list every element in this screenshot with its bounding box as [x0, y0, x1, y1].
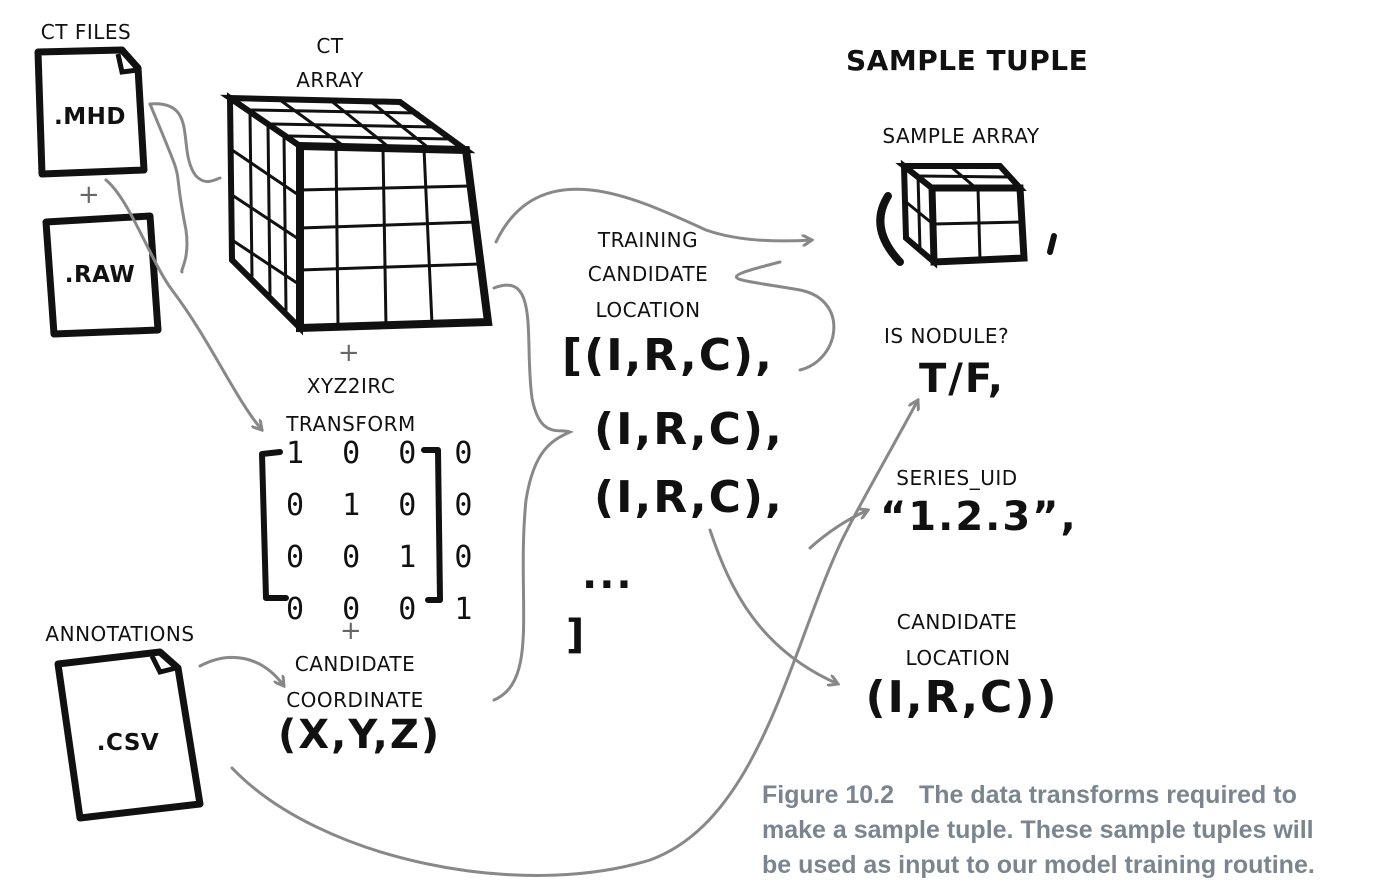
array-label: ARRAY	[296, 68, 364, 92]
training-location-label: LOCATION	[595, 298, 701, 322]
matrix-row: 0 0 1 0	[286, 540, 483, 575]
figure-caption: Figure 10.2 The data transforms required…	[762, 778, 1377, 883]
caption-line: Figure 10.2 The data transforms required…	[762, 781, 1297, 809]
sample-array-label: SAMPLE ARRAY	[882, 124, 1040, 148]
matrix-row: 0 0 0 1	[286, 592, 483, 627]
coordinate-label: COORDINATE	[286, 688, 424, 712]
candidate-list-close: ]	[566, 612, 587, 658]
is-nodule-label: IS NODULE?	[884, 324, 1010, 348]
matrix-row: 0 1 0 0	[286, 488, 483, 523]
candidate-list-item: (I,R,C),	[594, 404, 784, 455]
ct-files-label: CT FILES	[40, 20, 132, 44]
candidate-label: CANDIDATE	[294, 652, 416, 676]
raw-file-icon	[42, 212, 162, 338]
plus-sign-transform: +	[337, 338, 361, 368]
raw-label: .RAW	[64, 262, 136, 288]
is-nodule-value: T/F,	[919, 356, 1005, 402]
plus-sign-files: +	[77, 180, 101, 210]
series-uid-label: SERIES_UID	[896, 466, 1018, 490]
training-candidate-label: CANDIDATE	[587, 262, 709, 286]
candidate-list-open: [(I,R,C),	[562, 330, 774, 381]
mhd-file-icon	[34, 46, 148, 178]
identity-matrix: 1 0 0 0 0 1 0 0 0 0 1 0 0 0 0 1	[286, 428, 482, 636]
sample-tuple-title: SAMPLE TUPLE	[846, 44, 1089, 77]
candidate-list-item: (I,R,C),	[594, 472, 784, 523]
ct-label: CT	[316, 34, 344, 58]
candidate-location-value: (I,R,C))	[865, 672, 1059, 723]
connector-arrows	[104, 102, 918, 877]
sample-array-cube-icon	[876, 159, 1057, 269]
series-uid-value: “1.2.3”,	[880, 494, 1078, 540]
xyz2irc-label: XYZ2IRC	[306, 374, 396, 398]
caption-line: make a sample tuple. These sample tuples…	[762, 816, 1314, 844]
annotations-label: ANNOTATIONS	[45, 622, 195, 646]
csv-label: .CSV	[96, 730, 160, 756]
plus-sign-coordinate: +	[339, 616, 363, 646]
training-label: TRAINING	[597, 228, 699, 252]
csv-file-icon	[54, 648, 204, 822]
transform-label: TRANSFORM	[286, 412, 416, 436]
mhd-label: .MHD	[54, 104, 126, 130]
candidate-location-label-2: LOCATION	[905, 646, 1011, 670]
xyz-value: (X,Y,Z)	[278, 712, 442, 758]
candidate-list-ellipsis: ...	[582, 552, 634, 598]
ct-array-cube-icon	[219, 92, 493, 336]
caption-line: be used as input to our model training r…	[762, 851, 1315, 879]
matrix-row: 1 0 0 0	[286, 436, 483, 471]
candidate-location-label: CANDIDATE	[896, 610, 1018, 634]
matrix-brackets	[259, 447, 443, 603]
